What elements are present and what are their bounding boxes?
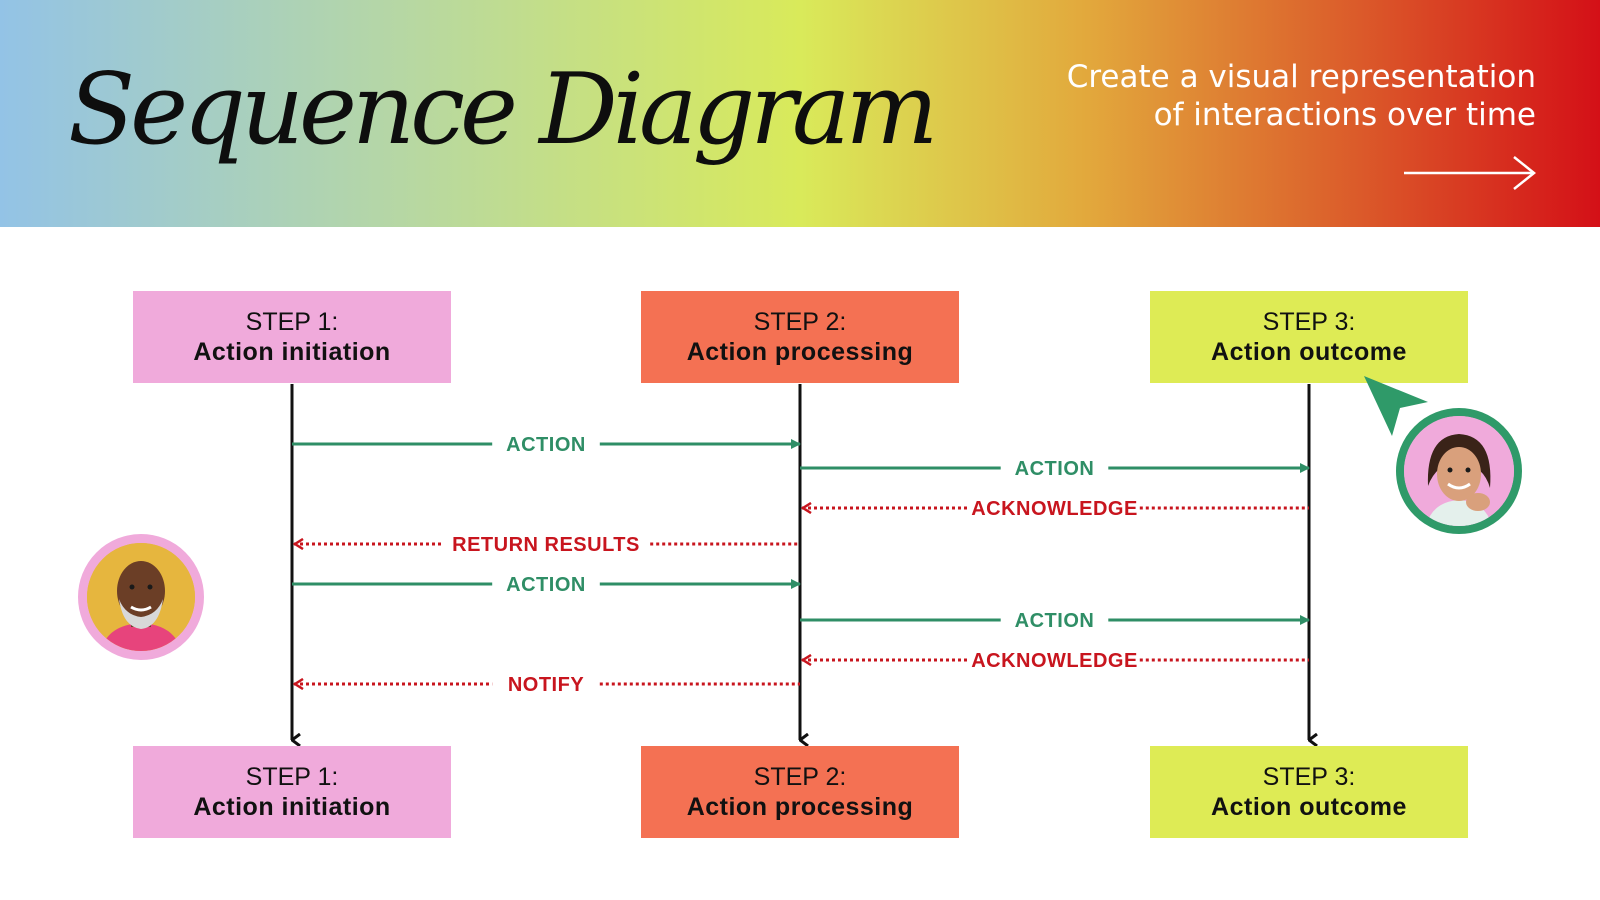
- message-label: NOTIFY: [508, 674, 584, 696]
- person-avatar-icon: [78, 534, 204, 660]
- message-label: ACTION: [1015, 610, 1095, 632]
- message-5: ACTION: [292, 574, 801, 596]
- participant-step-label: STEP 1:: [245, 763, 339, 791]
- participant-box-top-step-1: STEP 1:Action initiation: [133, 291, 451, 383]
- participant-name-label: Action outcome: [1211, 793, 1407, 821]
- message-6: ACTION: [800, 610, 1310, 632]
- message-label: ACTION: [1015, 458, 1095, 480]
- subtitle-line-2: of interactions over time: [1153, 97, 1536, 133]
- long-right-arrow-icon: [1404, 156, 1537, 190]
- participant-name-label: Action initiation: [193, 793, 391, 821]
- participant-step-label: STEP 2:: [753, 763, 847, 791]
- message-1: ACTION: [292, 434, 801, 456]
- message-label: ACTION: [506, 574, 586, 596]
- message-4: RETURN RESULTS: [294, 534, 800, 556]
- participant-name-label: Action processing: [686, 793, 914, 821]
- participant-box-top-step-2: STEP 2:Action processing: [641, 291, 959, 383]
- message-3: ACKNOWLEDGE: [802, 498, 1309, 520]
- participant-step-label: STEP 3:: [1262, 763, 1356, 791]
- participant-box-bottom-step-3: STEP 3:Action outcome: [1150, 746, 1468, 838]
- message-label: ACTION: [506, 434, 586, 456]
- cursor-pointer-icon: [1364, 376, 1428, 436]
- page-title: Sequence Diagram: [68, 53, 938, 167]
- person-avatar-icon: [1396, 408, 1522, 534]
- participant-step-label: STEP 3:: [1262, 308, 1356, 336]
- participant-box-bottom-step-1: STEP 1:Action initiation: [133, 746, 451, 838]
- message-label: ACKNOWLEDGE: [971, 650, 1138, 672]
- participant-box-bottom-step-2: STEP 2:Action processing: [641, 746, 959, 838]
- header-banner: Sequence Diagram Create a visual represe…: [0, 0, 1600, 227]
- subtitle-line-1: Create a visual representation: [1066, 59, 1536, 95]
- participant-step-label: STEP 1:: [245, 308, 339, 336]
- participant-name-label: Action processing: [686, 338, 914, 366]
- message-label: RETURN RESULTS: [452, 534, 640, 556]
- message-8: NOTIFY: [294, 674, 800, 696]
- participant-name-label: Action initiation: [193, 338, 391, 366]
- page-subtitle: Create a visual representation of intera…: [936, 58, 1536, 134]
- message-label: ACKNOWLEDGE: [971, 498, 1138, 520]
- participant-step-label: STEP 2:: [753, 308, 847, 336]
- message-2: ACTION: [800, 458, 1310, 480]
- message-7: ACKNOWLEDGE: [802, 650, 1309, 672]
- participant-name-label: Action outcome: [1211, 338, 1407, 366]
- participant-box-top-step-3: STEP 3:Action outcome: [1150, 291, 1468, 383]
